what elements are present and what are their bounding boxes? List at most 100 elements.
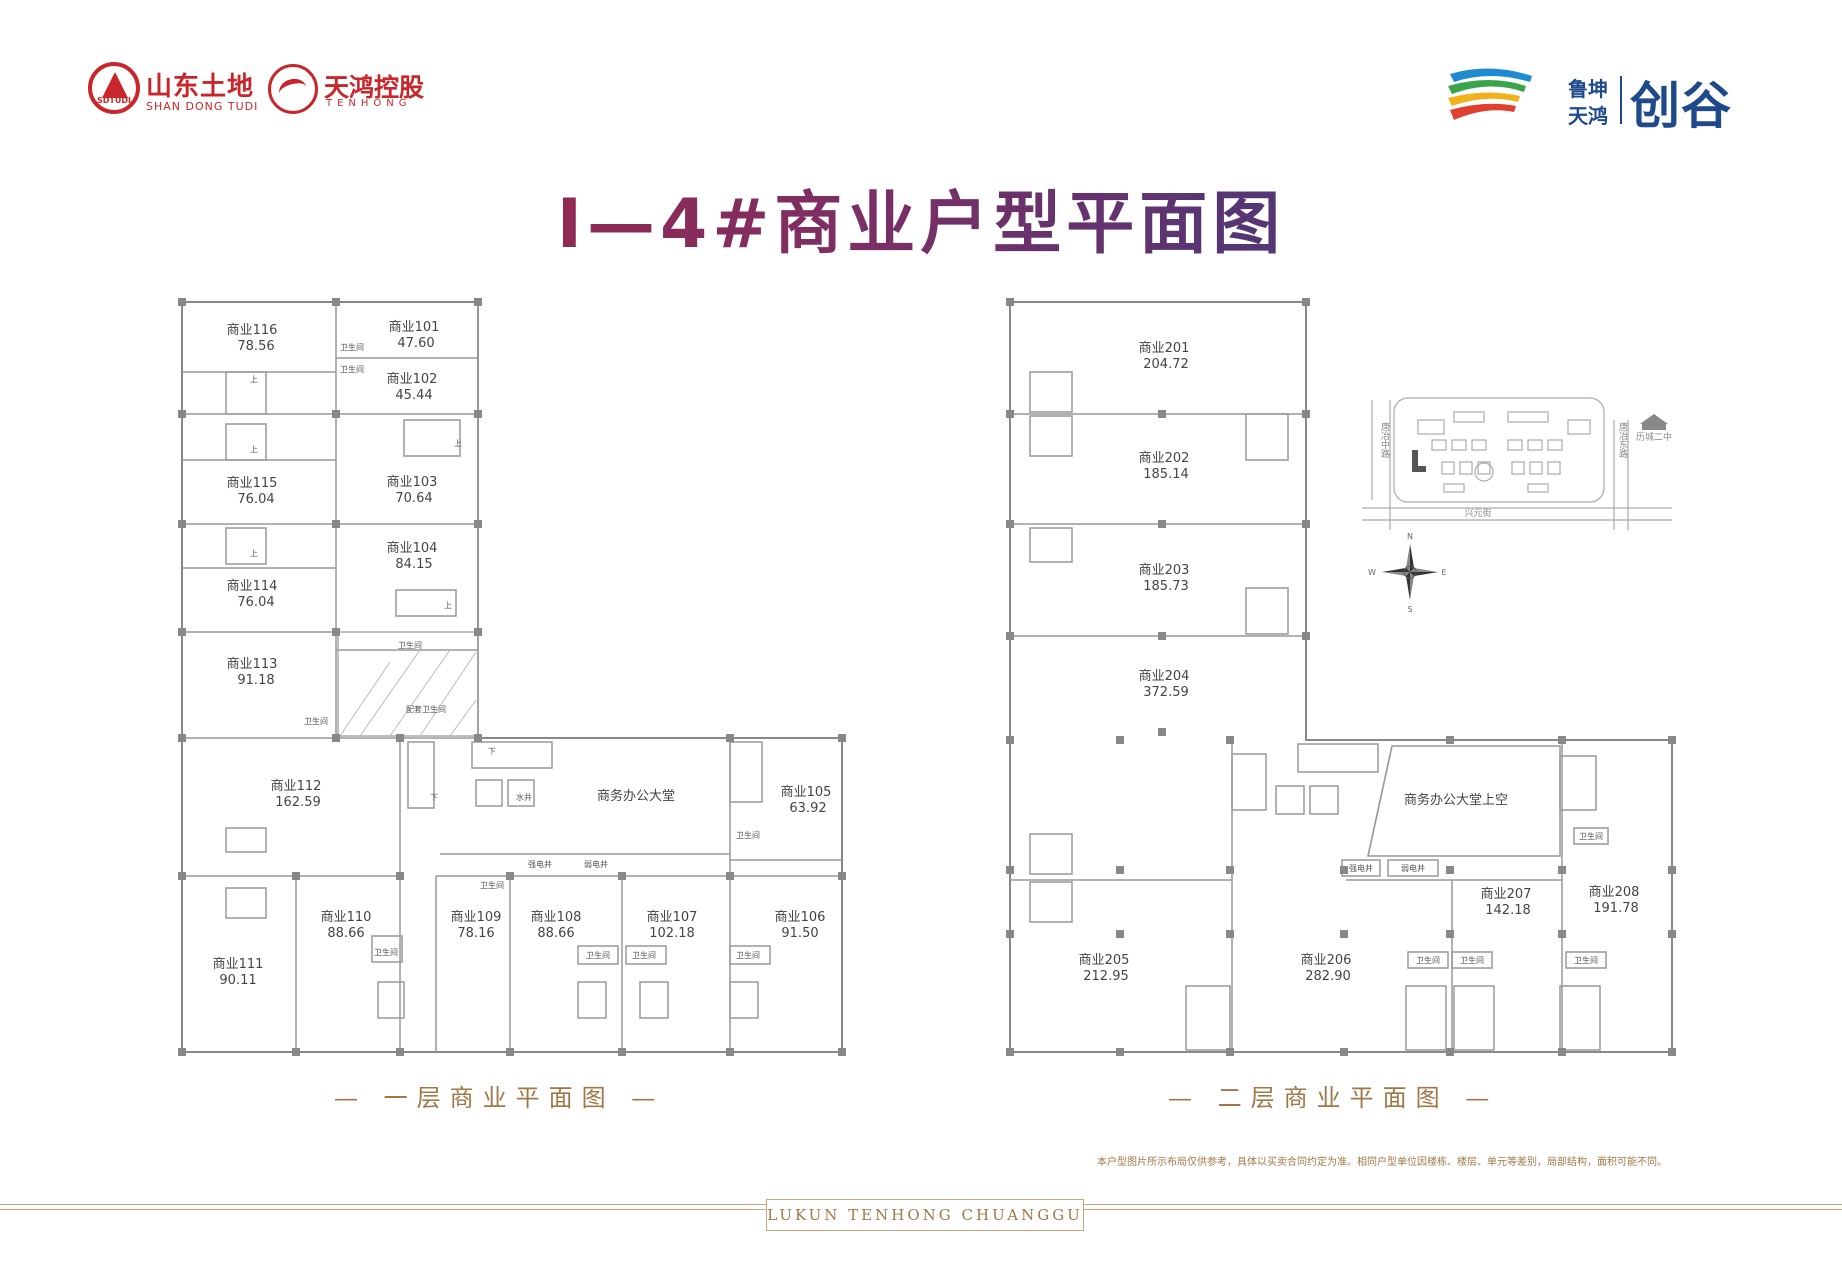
floor1-caption: — 一层商业平面图 — xyxy=(334,1084,665,1112)
unit-101-area: 47.60 xyxy=(397,336,434,351)
shandong-logo-en: SHAN DONG TUDI xyxy=(146,100,259,113)
floor1-lobby-label: 商务办公大堂 xyxy=(597,788,675,804)
unit-201-area: 204.72 xyxy=(1143,357,1189,372)
unit-106-area: 91.50 xyxy=(781,926,818,941)
unit-105-name: 商业105 xyxy=(781,785,832,800)
unit-207-area: 142.18 xyxy=(1485,903,1531,918)
school-building-icon xyxy=(1640,414,1668,424)
footer-brand: LUKUN TENHONG CHUANGGU xyxy=(766,1199,1084,1231)
floor2-caption: — 二层商业平面图 — xyxy=(1168,1084,1499,1112)
unit-116-name: 商业116 xyxy=(227,323,278,338)
unit-206-name: 商业206 xyxy=(1301,953,1352,968)
unit-204-area: 372.59 xyxy=(1143,685,1189,700)
compass-n: N xyxy=(1407,532,1413,541)
washroom-label: 卫生间 xyxy=(304,716,328,726)
shandong-logo-text: 山东土地 xyxy=(146,72,255,102)
unit-104-area: 84.15 xyxy=(395,557,432,572)
chuanggu-brand-top: 鲁坤 xyxy=(1568,77,1608,101)
unit-208-area: 191.78 xyxy=(1593,901,1639,916)
road-xingyuan-label: 兴元街 xyxy=(1464,507,1491,519)
unit-102-area: 45.44 xyxy=(395,388,432,403)
stair-up-label: 上 xyxy=(454,439,462,448)
floor2-lobby-void-label: 商务办公大堂上空 xyxy=(1404,792,1508,808)
unit-205-area: 212.95 xyxy=(1083,969,1129,984)
compass-s: S xyxy=(1407,605,1412,614)
stair-up-label: 上 xyxy=(444,601,452,610)
unit-208-name: 商业208 xyxy=(1589,885,1640,900)
washroom-label: 卫生间 xyxy=(1579,831,1603,841)
washroom-label: 卫生间 xyxy=(736,950,760,960)
tenhong-logo-text: 天鸿控股 xyxy=(324,73,425,102)
school-label: 历城二中 xyxy=(1636,431,1672,443)
stair-up-label: 上 xyxy=(250,549,258,558)
chuanggu-brand-bottom: 天鸿 xyxy=(1568,104,1608,128)
unit-207-name: 商业207 xyxy=(1481,887,1532,902)
brand-divider xyxy=(1620,76,1622,124)
washroom-label: 卫生间 xyxy=(1460,955,1484,965)
weak-electric-label: 弱电井 xyxy=(1401,863,1425,873)
unit-108-area: 88.66 xyxy=(537,926,574,941)
unit-111-name: 商业111 xyxy=(213,957,264,972)
unit-203-name: 商业203 xyxy=(1139,563,1190,578)
unit-201-name: 商业201 xyxy=(1139,341,1190,356)
unit-116-area: 78.56 xyxy=(237,339,274,354)
washroom-label: 卫生间 xyxy=(1416,955,1440,965)
washroom-label: 卫生间 xyxy=(340,364,364,374)
unit-114-name: 商业114 xyxy=(227,579,278,594)
washroom-label: 卫生间 xyxy=(374,947,398,957)
washroom-label: 卫生间 xyxy=(632,950,656,960)
unit-102-name: 商业102 xyxy=(387,372,438,387)
unit-113-area: 91.18 xyxy=(237,673,274,688)
unit-110-area: 88.66 xyxy=(327,926,364,941)
unit-115-name: 商业115 xyxy=(227,476,278,491)
stair-up-label: 上 xyxy=(250,445,258,454)
unit-103-name: 商业103 xyxy=(387,475,438,490)
unit-104-name: 商业104 xyxy=(387,541,438,556)
chuanggu-brand-main: 创谷 xyxy=(1630,77,1732,135)
unit-103-area: 70.64 xyxy=(395,491,432,506)
unit-206-area: 282.90 xyxy=(1305,969,1351,984)
unit-108-name: 商业108 xyxy=(531,910,582,925)
washroom-label: 卫生间 xyxy=(736,830,760,840)
washroom-label: 卫生间 xyxy=(586,950,610,960)
unit-110-name: 商业110 xyxy=(321,910,372,925)
chuanggu-swoosh-icon xyxy=(1448,68,1532,120)
disclaimer-text: 本户型图片所示布局仅供参考，具体以买卖合同约定为准。相同户型单位因楼栋、楼层、单… xyxy=(1097,1157,1667,1168)
unit-107-name: 商业107 xyxy=(647,910,698,925)
shandong-logo-icon: SDTUDI xyxy=(88,62,140,114)
unit-202-name: 商业202 xyxy=(1139,451,1190,466)
unit-106-name: 商业106 xyxy=(775,910,826,925)
unit-115-area: 76.04 xyxy=(237,492,274,507)
washroom-label: 卫生间 xyxy=(398,640,422,650)
unit-107-area: 102.18 xyxy=(649,926,695,941)
compass-icon: N S W E xyxy=(1368,532,1446,614)
stair-down-label: 下 xyxy=(488,747,496,756)
road-left-label: 唐冶中路 xyxy=(1379,421,1390,459)
unit-112-name: 商业112 xyxy=(271,779,322,794)
strong-electric-label: 强电井 xyxy=(528,859,552,869)
strong-electric-label: 强电井 xyxy=(1349,863,1373,873)
stair-up-label: 上 xyxy=(250,375,258,384)
weak-electric-label: 弱电井 xyxy=(584,859,608,869)
page-title: I—4#商业户型平面图 xyxy=(0,168,1842,267)
unit-205-name: 商业205 xyxy=(1079,953,1130,968)
unit-109-name: 商业109 xyxy=(451,910,502,925)
stair-down-label: 下 xyxy=(430,793,438,802)
compass-w: W xyxy=(1368,568,1376,577)
unit-101-name: 商业101 xyxy=(389,320,440,335)
unit-111-area: 90.11 xyxy=(219,973,256,988)
unit-204-name: 商业204 xyxy=(1139,669,1190,684)
tenhong-logo-icon xyxy=(268,64,318,114)
support-washroom-label: 配套卫生间 xyxy=(406,704,446,714)
unit-114-area: 76.04 xyxy=(237,595,274,610)
road-right-label: 唐冶东路 xyxy=(1617,421,1628,459)
unit-113-name: 商业113 xyxy=(227,657,278,672)
unit-202-area: 185.14 xyxy=(1143,467,1189,482)
water-well-label: 水井 xyxy=(516,792,532,802)
washroom-label: 卫生间 xyxy=(340,342,364,352)
unit-112-area: 162.59 xyxy=(275,795,321,810)
tenhong-logo-en: TENHONG xyxy=(326,98,412,109)
